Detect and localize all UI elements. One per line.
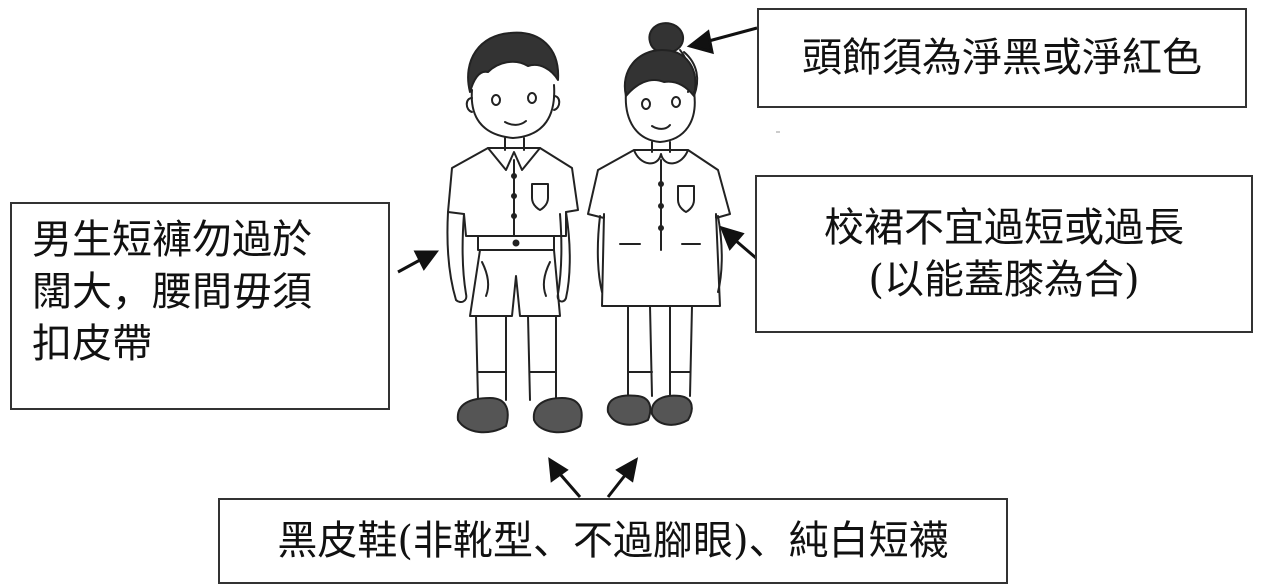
arrows: [397, 26, 758, 498]
boy-figure: [446, 31, 583, 434]
arrow-to-boy-shoes-icon: [548, 457, 582, 498]
girl-figure: [587, 22, 731, 426]
shorts-text-line2: 闊大，腰間毋須: [32, 269, 312, 315]
shorts-callout: 男生短褲勿過於 闊大，腰間毋須 扣皮帶: [10, 202, 390, 410]
shoes-text: 黑皮鞋(非靴型、不過腳眼)、純白短襪: [277, 518, 949, 564]
shorts-text-line3: 扣皮帶: [32, 321, 152, 367]
shorts-text-line1: 男生短褲勿過於: [32, 217, 312, 263]
arrow-to-girl-shoes-icon: [606, 457, 639, 498]
skirt-callout: 校裙不宜過短或過長 (以能蓋膝為合): [755, 175, 1253, 333]
headwear-text: 頭飾須為淨黑或淨紅色: [802, 35, 1202, 81]
headwear-callout: 頭飾須為淨黑或淨紅色: [757, 8, 1247, 108]
arrow-to-headwear-icon: [686, 26, 758, 55]
shoes-callout: 黑皮鞋(非靴型、不過腳眼)、純白短襪: [218, 498, 1008, 584]
skirt-text-line2: (以能蓋膝為合): [868, 257, 1140, 303]
arrow-to-shorts-icon: [397, 250, 439, 274]
arrow-to-skirt-icon: [719, 225, 757, 260]
skirt-text-line1: 校裙不宜過短或過長: [824, 205, 1184, 251]
